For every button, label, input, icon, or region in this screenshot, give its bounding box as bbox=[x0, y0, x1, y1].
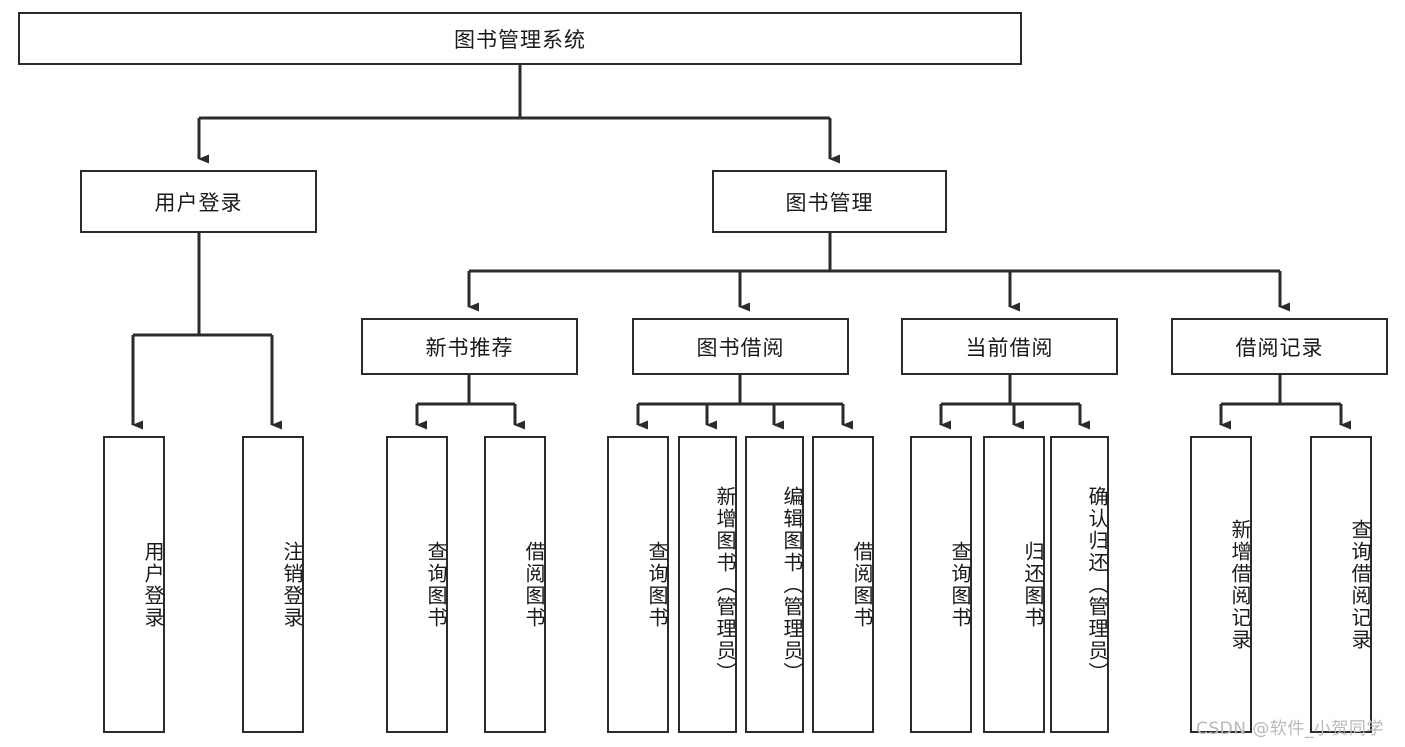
leaf-node-label: 借阅图书 bbox=[850, 540, 874, 629]
node-new-book-recommend-label: 新书推荐 bbox=[425, 335, 514, 360]
leaf-node[interactable]: 用户登录 bbox=[103, 436, 165, 733]
leaf-node[interactable]: 借阅图书 bbox=[484, 436, 546, 733]
node-current-borrow-label: 当前借阅 bbox=[965, 335, 1054, 360]
leaf-node-label: 借阅图书 bbox=[522, 540, 546, 629]
leaf-node[interactable]: 查询借阅记录 bbox=[1310, 436, 1372, 733]
leaf-node-label: 注销登录 bbox=[280, 540, 304, 629]
leaf-node[interactable]: 新增图书（管理员） bbox=[678, 436, 737, 733]
leaf-node-label: 确认归还（管理员） bbox=[1085, 485, 1109, 684]
node-borrow-record[interactable]: 借阅记录 bbox=[1171, 318, 1388, 375]
leaf-node[interactable]: 新增借阅记录 bbox=[1190, 436, 1252, 733]
node-current-borrow[interactable]: 当前借阅 bbox=[901, 318, 1118, 375]
node-user-login[interactable]: 用户登录 bbox=[80, 170, 317, 233]
leaf-node[interactable]: 查询图书 bbox=[386, 436, 448, 733]
leaf-node-label: 查询图书 bbox=[424, 540, 448, 629]
leaf-node-label: 新增借阅记录 bbox=[1228, 518, 1252, 651]
leaf-node[interactable]: 注销登录 bbox=[242, 436, 304, 733]
node-root-label: 图书管理系统 bbox=[454, 27, 586, 52]
leaf-node-label: 归还图书 bbox=[1021, 540, 1045, 629]
leaf-node[interactable]: 确认归还（管理员） bbox=[1050, 436, 1109, 733]
node-new-book-recommend[interactable]: 新书推荐 bbox=[361, 318, 578, 375]
node-borrow-record-label: 借阅记录 bbox=[1235, 335, 1324, 360]
leaf-node[interactable]: 查询图书 bbox=[607, 436, 669, 733]
node-book-management[interactable]: 图书管理 bbox=[712, 170, 947, 233]
leaf-node-label: 查询借阅记录 bbox=[1348, 518, 1372, 651]
leaf-node[interactable]: 编辑图书（管理员） bbox=[745, 436, 804, 733]
leaf-node[interactable]: 查询图书 bbox=[910, 436, 972, 733]
leaf-node-label: 编辑图书（管理员） bbox=[780, 485, 804, 684]
node-book-borrow-label: 图书借阅 bbox=[696, 335, 785, 360]
node-book-borrow[interactable]: 图书借阅 bbox=[632, 318, 849, 375]
node-book-management-label: 图书管理 bbox=[785, 190, 874, 215]
leaf-node-label: 查询图书 bbox=[948, 540, 972, 629]
leaf-node[interactable]: 借阅图书 bbox=[812, 436, 874, 733]
node-user-login-label: 用户登录 bbox=[154, 190, 243, 215]
leaf-node-label: 新增图书（管理员） bbox=[713, 485, 737, 684]
leaf-node[interactable]: 归还图书 bbox=[983, 436, 1045, 733]
connector-lines bbox=[131, 65, 1351, 430]
leaf-node-label: 查询图书 bbox=[645, 540, 669, 629]
node-root[interactable]: 图书管理系统 bbox=[18, 12, 1022, 65]
leaf-node-label: 用户登录 bbox=[141, 540, 165, 629]
